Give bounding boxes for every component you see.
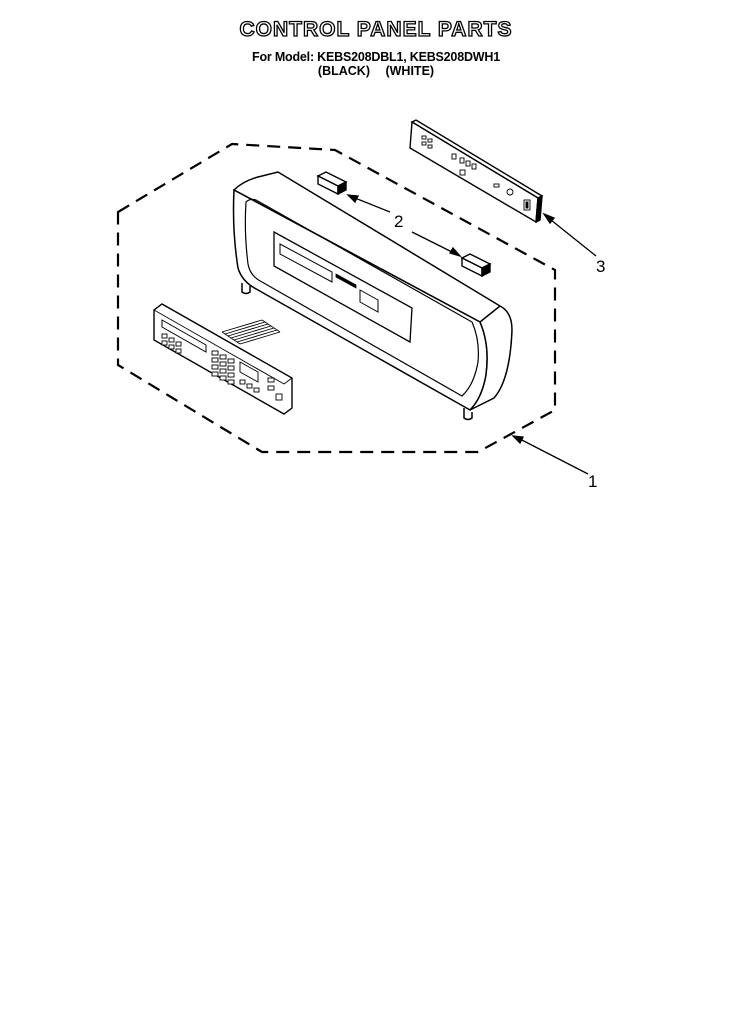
color-labels: (BLACK) (WHITE)	[0, 64, 752, 78]
spacer-block-lower	[460, 253, 492, 278]
control-board	[409, 119, 544, 224]
color-label-white: (WHITE)	[385, 64, 435, 78]
spacer-block-upper	[316, 171, 348, 196]
color-label-black: (BLACK)	[317, 64, 370, 78]
diagram-title: CONTROL PANEL PARTS	[239, 17, 513, 41]
callout-1: 1	[588, 472, 597, 491]
model-line: For Model: KEBS208DBL1, KEBS208DWH1	[252, 50, 500, 64]
callout-3: 3	[596, 257, 605, 276]
leader-lines	[346, 194, 597, 475]
control-panel-housing	[232, 171, 513, 421]
keypad-overlay	[153, 303, 293, 415]
callout-2: 2	[394, 212, 403, 231]
